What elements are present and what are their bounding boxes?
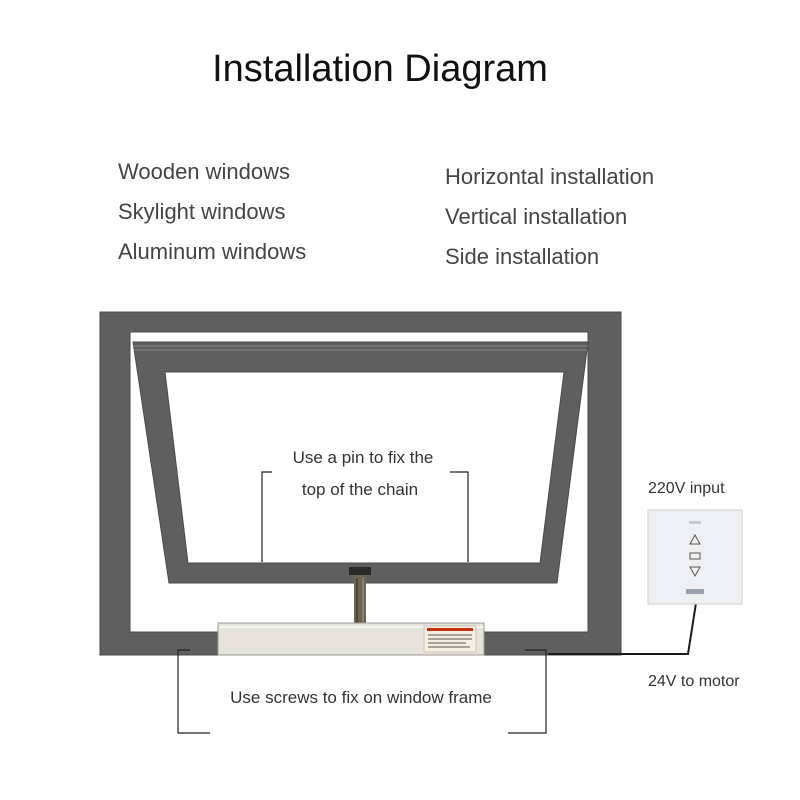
- screws-callout-bracket: [508, 649, 547, 734]
- down-triangle-icon: [689, 566, 701, 578]
- switch-brand-logo: [686, 589, 704, 594]
- installation-types-list: Horizontal installation Vertical install…: [445, 157, 654, 277]
- window-types-list: Wooden windows Skylight windows Aluminum…: [118, 152, 306, 272]
- installation-type-item: Vertical installation: [445, 204, 628, 229]
- control-wire: [548, 602, 697, 655]
- window-type-item: Wooden windows: [118, 159, 291, 184]
- installation-type-item: Horizontal installation: [445, 164, 655, 189]
- motor-annotation: 24V to motor: [648, 673, 740, 690]
- pin-annotation-line2: top of the chain: [302, 480, 418, 499]
- window-type-item: Skylight windows: [118, 199, 286, 224]
- square-icon: [689, 552, 701, 560]
- up-triangle-icon: [689, 533, 701, 545]
- chain: [354, 575, 366, 625]
- wall-switch: [647, 509, 743, 605]
- screws-annotation: Use screws to fix on window frame: [230, 688, 492, 707]
- window-sash: [132, 341, 589, 584]
- pin-callout-bracket: [450, 471, 469, 562]
- installation-type-item: Side installation: [445, 244, 600, 269]
- input-annotation: 220V input: [648, 480, 725, 497]
- pin-callout-bracket: [261, 471, 272, 562]
- pin-annotation-line1: Use a pin to fix the: [293, 448, 434, 467]
- page-title: Installation Diagram: [212, 48, 548, 90]
- window-type-item: Aluminum windows: [118, 239, 307, 264]
- motor-label-header: [427, 628, 473, 631]
- switch-indicator-led: [689, 521, 701, 524]
- chain-bracket: [349, 567, 371, 575]
- screws-callout-bracket: [177, 649, 210, 734]
